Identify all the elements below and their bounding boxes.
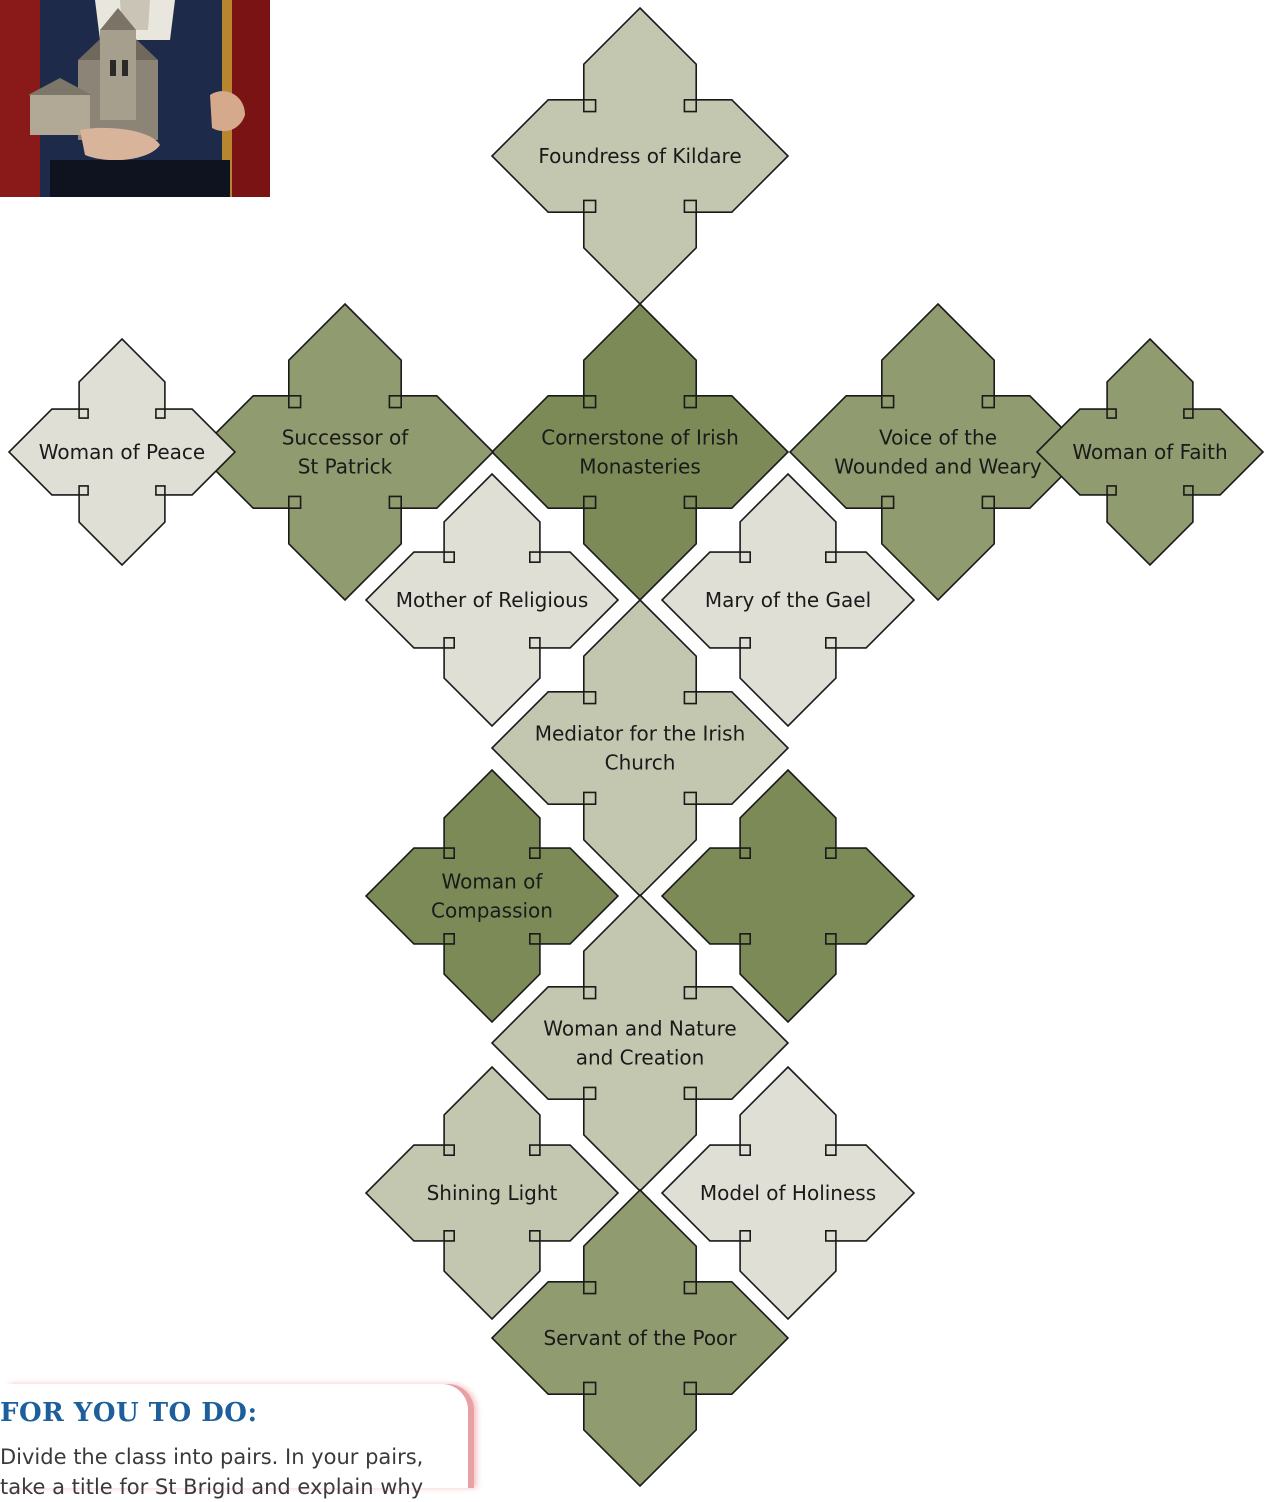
tile-label: Successor of: [282, 426, 410, 450]
task-body-text: Divide the class into pairs. In your pai…: [0, 1442, 460, 1502]
tile-label: Mary of the Gael: [705, 588, 871, 612]
tile-label: St Patrick: [298, 455, 393, 479]
tile-label: Model of Holiness: [700, 1181, 876, 1205]
for-you-to-do-box: FOR YOU TO DO: Divide the class into pai…: [0, 1384, 468, 1488]
tile-label: Foundress of Kildare: [538, 144, 741, 168]
tile-label: Mediator for the Irish: [535, 722, 746, 746]
celtic-cross-tile-shape: [366, 770, 618, 1022]
tile-foundress: Foundress of Kildare: [492, 8, 788, 304]
tile-compassion: Woman of Compassion: [366, 770, 618, 1022]
tile-label: Servant of the Poor: [543, 1326, 737, 1350]
tile-mother-religious: Mother of Religious: [366, 474, 618, 726]
tile-label: Woman of Faith: [1072, 440, 1227, 464]
tile-label: Woman of: [442, 870, 544, 894]
tile-label: Wounded and Weary: [834, 455, 1042, 479]
task-heading: FOR YOU TO DO:: [0, 1398, 258, 1428]
tile-label: and Creation: [576, 1046, 705, 1070]
tile-label: Shining Light: [427, 1181, 558, 1205]
tile-label: Monasteries: [579, 455, 701, 479]
tile-label: Mother of Religious: [396, 588, 589, 612]
tile-label: Cornerstone of Irish: [541, 426, 739, 450]
tile-label: Voice of the: [879, 426, 997, 450]
tile-mary-gael: Mary of the Gael: [662, 474, 914, 726]
tile-label: Woman and Nature: [543, 1017, 736, 1041]
celtic-cross-tile-shape: [662, 770, 914, 1022]
tile-label: Compassion: [431, 899, 553, 923]
tile-label: Church: [605, 751, 676, 775]
tile-woman-faith: Woman of Faith: [1037, 339, 1263, 565]
tile-woman-peace: Woman of Peace: [9, 339, 235, 565]
tile-unlabeled: [662, 770, 914, 1022]
tile-label: Woman of Peace: [39, 440, 205, 464]
